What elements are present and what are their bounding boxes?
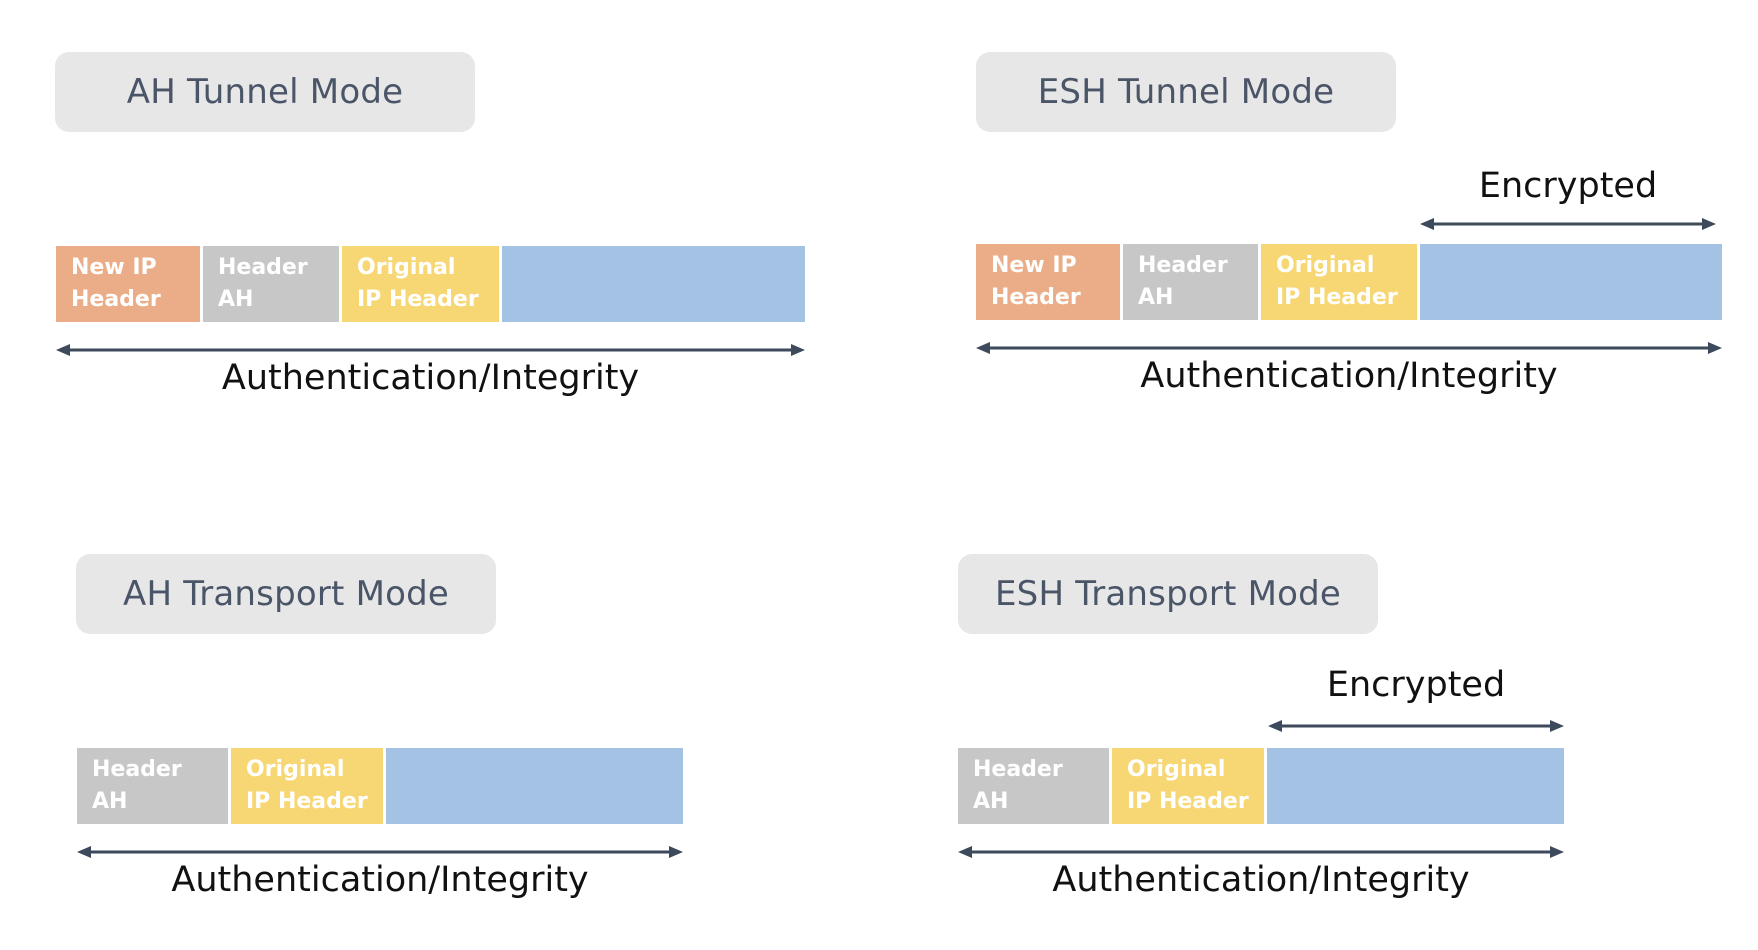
esh-tunnel-packet-bar: New IP Header Header AH Original IP Head… [976,244,1722,320]
esh-tunnel-mode-title: ESH Tunnel Mode [976,52,1396,132]
encrypted-label: Encrypted [1478,166,1658,206]
ah-transport-packet-bar: Header AH Original IP Header [77,748,683,824]
auth-integrity-label: Authentication/Integrity [171,860,589,900]
ah-transport-mode-title: AH Transport Mode [76,554,496,634]
auth-integrity-label: Authentication/Integrity [1052,860,1470,900]
original-ip-header-segment: Original IP Header [1112,748,1267,824]
payload-segment [502,246,805,322]
segment-label-line-1: Original [357,255,456,280]
segment-label-line-1: Header [92,757,182,782]
ah-tunnel-packet-bar: New IP Header Header AH Original IP Head… [56,246,805,322]
segment-label-line-1: Original [246,757,345,782]
segment-label-line-1: New IP [71,255,157,280]
payload-segment [1420,244,1722,320]
auth-double-arrow [976,338,1722,358]
segment-label-line-1: New IP [991,253,1077,278]
new-ip-header-segment: New IP Header [976,244,1123,320]
auth-double-arrow [77,842,683,862]
auth-integrity-label: Authentication/Integrity [221,358,640,398]
segment-label-line-2: IP Header [1127,789,1249,814]
encrypted-double-arrow [1420,214,1716,234]
encrypted-label: Encrypted [1326,665,1506,705]
auth-integrity-label: Authentication/Integrity [1140,356,1558,396]
segment-label-line-2: AH [973,789,1009,814]
ah-header-segment: Header AH [203,246,342,322]
new-ip-header-segment: New IP Header [56,246,203,322]
segment-label-line-1: Header [218,255,308,280]
auth-double-arrow [958,842,1564,862]
ah-tunnel-mode-title: AH Tunnel Mode [55,52,475,132]
payload-segment [1267,748,1564,824]
segment-label-line-2: AH [1138,285,1174,310]
ah-header-segment: Header AH [77,748,231,824]
ah-header-segment: Header AH [958,748,1112,824]
segment-label-line-2: IP Header [246,789,368,814]
segment-label-line-2: AH [92,789,128,814]
segment-label-line-1: Original [1276,253,1375,278]
original-ip-header-segment: Original IP Header [231,748,386,824]
encrypted-double-arrow [1268,716,1564,736]
auth-double-arrow [56,340,805,360]
segment-label-line-2: IP Header [357,287,479,312]
segment-label-line-2: AH [218,287,254,312]
esh-transport-mode-title: ESH Transport Mode [958,554,1378,634]
payload-segment [386,748,683,824]
original-ip-header-segment: Original IP Header [342,246,502,322]
segment-label-line-1: Header [1138,253,1228,278]
segment-label-line-1: Original [1127,757,1226,782]
original-ip-header-segment: Original IP Header [1261,244,1420,320]
segment-label-line-1: Header [973,757,1063,782]
ah-header-segment: Header AH [1123,244,1261,320]
esh-transport-packet-bar: Header AH Original IP Header [958,748,1564,824]
segment-label-line-2: Header [991,285,1081,310]
segment-label-line-2: IP Header [1276,285,1398,310]
segment-label-line-2: Header [71,287,161,312]
